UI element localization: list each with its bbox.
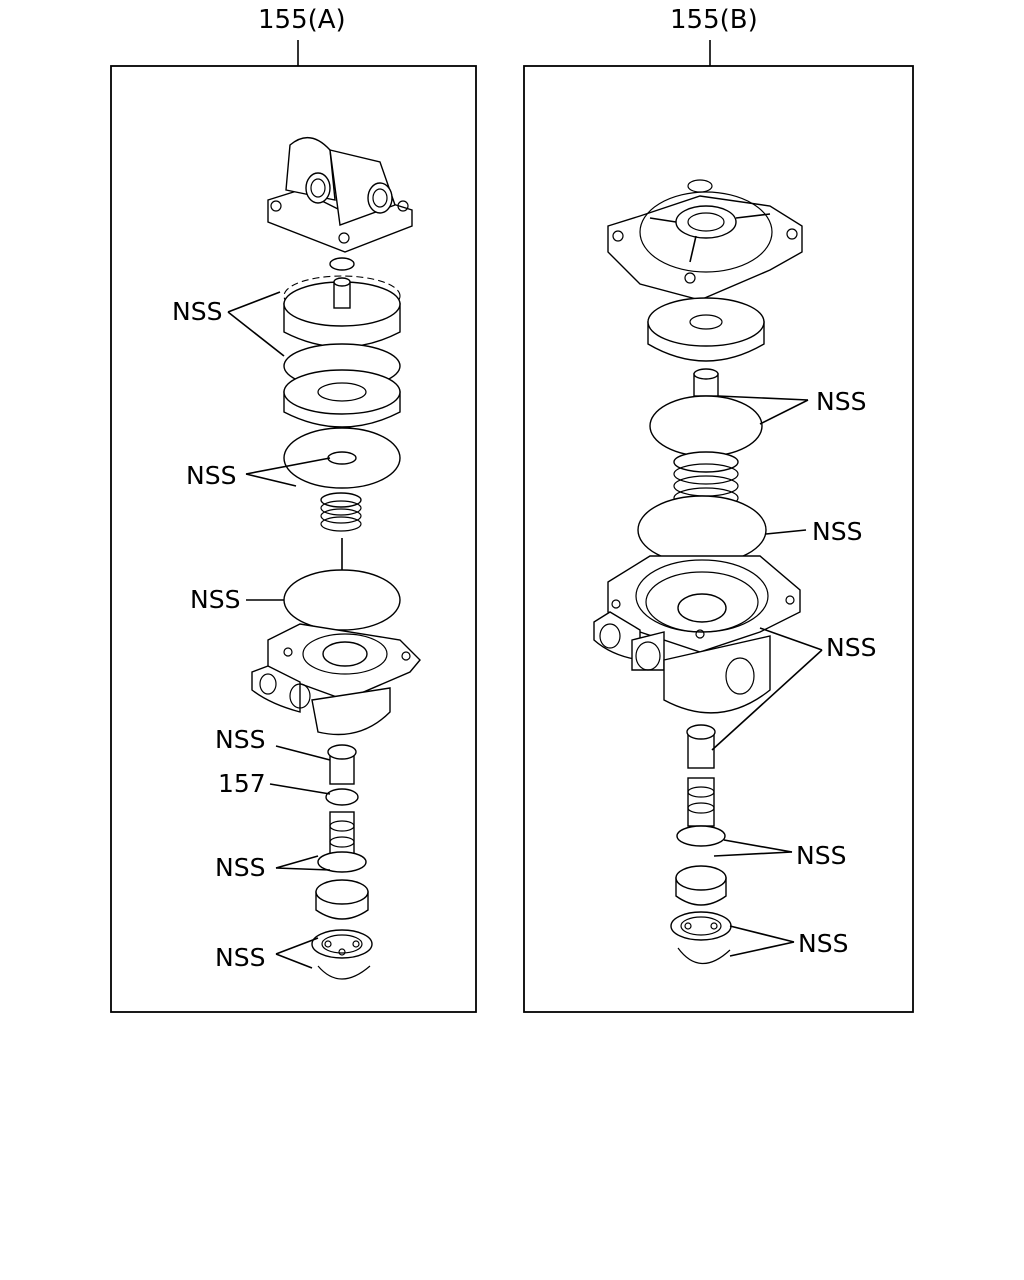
panel-b-header: 155(B) (670, 5, 758, 35)
panel-a-lower-piston (283, 369, 401, 428)
panel-a-spring (320, 492, 362, 570)
panel-a-valve-body (251, 623, 421, 736)
panel-b-label-4: NSS (796, 841, 846, 870)
panel-a-cover (267, 137, 413, 253)
panel-b-seat (675, 865, 727, 906)
panel-a-seal-disc (283, 427, 401, 489)
panel-b-snap-ring (677, 947, 731, 965)
panel-b-washer (670, 911, 732, 941)
panel-a-label-6: NSS (215, 853, 265, 882)
panel-a-frame (110, 65, 477, 1013)
panel-a-o-ring (329, 257, 355, 271)
panel-b-label-5: NSS (798, 929, 848, 958)
panel-a-label-3: NSS (190, 585, 240, 614)
panel-a-label-2: NSS (186, 461, 236, 490)
panel-b-valve-body (593, 555, 801, 714)
panel-a-bushing (327, 744, 357, 785)
panel-b-frame (523, 65, 914, 1013)
panel-b-seal (637, 495, 767, 565)
panel-b-cover (607, 179, 803, 301)
panel-a-leaders (227, 291, 331, 969)
panel-a-label-7: NSS (215, 943, 265, 972)
panel-a-lower-seal (283, 569, 401, 631)
panel-a-label-4: NSS (215, 725, 265, 754)
panel-b-bushing (686, 724, 716, 769)
panel-b-label-2: NSS (812, 517, 862, 546)
panel-b-diaphragm (649, 395, 763, 457)
panel-a-header: 155(A) (258, 5, 346, 35)
panel-a-disc (317, 851, 367, 873)
panel-a-label-1: NSS (172, 297, 222, 326)
panel-a: 155(A) (110, 5, 477, 1013)
panel-b-valve-stem (687, 777, 715, 827)
panel-b-disc (676, 825, 726, 847)
panel-b-label-3: NSS (826, 633, 876, 662)
panel-b-stem-knob (693, 368, 719, 397)
panel-a-seat (315, 879, 369, 920)
panel-a-valve-stem (329, 811, 355, 857)
panel-a-piston (283, 275, 401, 348)
panel-b-leaders (711, 395, 823, 957)
panel-a-label-5: 157 (218, 769, 266, 798)
panel-a-ring-157 (325, 788, 359, 806)
panel-b-label-1: NSS (816, 387, 866, 416)
panel-b: 155(B) (523, 5, 914, 1013)
panel-b-piston (647, 297, 765, 362)
panel-a-washer (311, 929, 373, 959)
panel-a-snap-ring (317, 965, 371, 980)
